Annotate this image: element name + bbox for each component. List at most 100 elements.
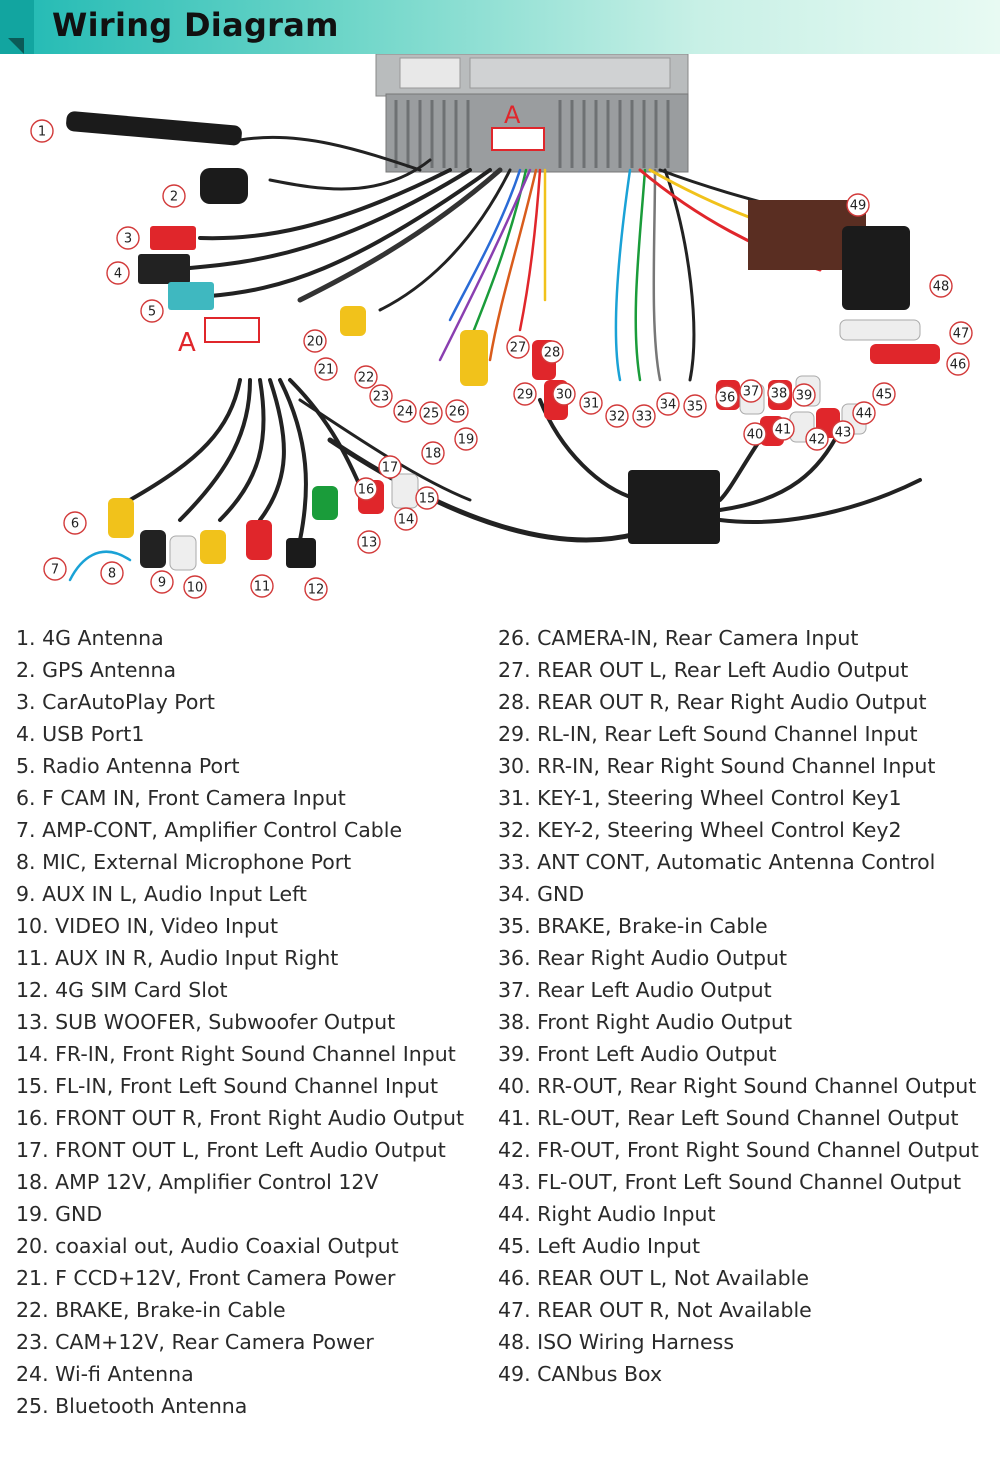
callout-circle	[506, 335, 530, 359]
callout-number: 6	[71, 517, 79, 532]
legend-item-18: 18. AMP 12V, Amplifier Control 12V	[16, 1170, 379, 1194]
callout-number: 4	[114, 267, 122, 282]
callout-number: 29	[517, 388, 534, 403]
callout-number: 14	[398, 513, 415, 528]
callout-33: 33	[632, 404, 656, 428]
callout-30: 30	[552, 382, 576, 406]
callout-20: 20	[303, 329, 327, 353]
callout-number: 10	[187, 581, 204, 596]
legend-item-1: 1. 4G Antenna	[16, 626, 164, 650]
callout-47: 47	[949, 321, 973, 345]
callout-number: 28	[544, 346, 561, 361]
callout-number: 12	[308, 583, 325, 598]
callout-number: 23	[373, 390, 390, 405]
callout-number: 43	[835, 426, 852, 441]
callout-number: 38	[771, 387, 788, 402]
callout-28: 28	[540, 340, 564, 364]
component-connector-a	[204, 317, 260, 343]
callout-circle	[715, 385, 739, 409]
callout-number: 13	[361, 536, 378, 551]
callout-circle	[378, 455, 402, 479]
legend-item-7: 7. AMP-CONT, Amplifier Control Cable	[16, 818, 403, 842]
callout-13: 13	[357, 530, 381, 554]
callout-number: 48	[933, 280, 950, 295]
legend-item-28: 28. REAR OUT R, Rear Right Audio Output	[498, 690, 927, 714]
callout-circle	[116, 226, 140, 250]
callout-circle	[872, 382, 896, 406]
callout-12: 12	[304, 577, 328, 601]
callout-circle	[454, 427, 478, 451]
callout-22: 22	[354, 365, 378, 389]
legend-item-23: 23. CAM+12V, Rear Camera Power	[16, 1330, 374, 1354]
callout-circle	[140, 299, 164, 323]
callout-circle	[415, 486, 439, 510]
legend-item-15: 15. FL-IN, Front Left Sound Channel Inpu…	[16, 1074, 439, 1098]
callout-5: 5	[140, 299, 164, 323]
callout-40: 40	[743, 422, 767, 446]
legend-item-44: 44. Right Audio Input	[498, 1202, 716, 1226]
callout-number: 16	[358, 483, 375, 498]
legend-item-25: 25. Bluetooth Antenna	[16, 1394, 248, 1418]
callout-circle	[183, 575, 207, 599]
legend-item-24: 24. Wi-fi Antenna	[16, 1362, 194, 1386]
callout-circle	[303, 329, 327, 353]
callout-circle	[771, 417, 795, 441]
callout-2: 2	[162, 184, 186, 208]
callout-circle	[445, 399, 469, 423]
callout-number: 30	[556, 388, 573, 403]
callout-number: 8	[108, 567, 116, 582]
rca-plugs	[108, 306, 940, 571]
legend-item-48: 48. ISO Wiring Harness	[498, 1330, 735, 1354]
callout-7: 7	[43, 557, 67, 581]
callout-number: 40	[747, 428, 764, 443]
callout-number: 42	[809, 433, 826, 448]
component-carautoplay-port	[150, 226, 196, 250]
callout-number: 11	[254, 580, 271, 595]
callout-circle	[314, 357, 338, 381]
callout-number: 47	[953, 327, 970, 342]
legend-item-39: 39. Front Left Audio Output	[498, 1042, 777, 1066]
callout-circle	[354, 477, 378, 501]
legend-item-3: 3. CarAutoPlay Port	[16, 690, 215, 714]
legend-item-33: 33. ANT CONT, Automatic Antenna Control	[498, 850, 936, 874]
legend-item-40: 40. RR-OUT, Rear Right Sound Channel Out…	[498, 1074, 977, 1098]
legend-item-31: 31. KEY-1, Steering Wheel Control Key1	[498, 786, 902, 810]
callout-36: 36	[715, 385, 739, 409]
callout-number: 22	[358, 371, 375, 386]
legend-item-4: 4. USB Port1	[16, 722, 145, 746]
legend-item-43: 43. FL-OUT, Front Left Sound Channel Out…	[498, 1170, 962, 1194]
callout-circle	[656, 392, 680, 416]
callout-number: 34	[660, 398, 677, 413]
callout-6: 6	[63, 511, 87, 535]
callout-circle	[162, 184, 186, 208]
header-fold	[8, 38, 24, 54]
callout-circle	[683, 394, 707, 418]
callout-circle	[394, 507, 418, 531]
callout-number: 35	[687, 400, 704, 415]
component-amplifier-box	[628, 470, 720, 544]
callout-35: 35	[683, 394, 707, 418]
component-radio-antenna-port	[168, 282, 214, 310]
callout-29: 29	[513, 382, 537, 406]
callout-circle	[949, 321, 973, 345]
callout-number: 32	[609, 410, 626, 425]
legend-item-29: 29. RL-IN, Rear Left Sound Channel Input	[498, 722, 918, 746]
callout-circle	[792, 383, 816, 407]
callout-49: 49	[846, 193, 870, 217]
callout-circle	[846, 193, 870, 217]
page-title: Wiring Diagram	[52, 6, 339, 44]
callout-number: 5	[148, 305, 156, 320]
callout-circle	[605, 404, 629, 428]
callout-42: 42	[805, 427, 829, 451]
legend-item-32: 32. KEY-2, Steering Wheel Control Key2	[498, 818, 902, 842]
wiring-diagram: A	[30, 54, 973, 601]
component-4g-antenna	[66, 111, 242, 146]
callout-circle	[393, 399, 417, 423]
callout-number: 1	[38, 125, 46, 140]
legend-item-6: 6. F CAM IN, Front Camera Input	[16, 786, 346, 810]
callout-10: 10	[183, 575, 207, 599]
callout-circle	[552, 382, 576, 406]
callout-21: 21	[314, 357, 338, 381]
legend-left-column: 1. 4G Antenna 2. GPS Antenna 3. CarAutoP…	[16, 622, 486, 1422]
callout-48: 48	[929, 274, 953, 298]
